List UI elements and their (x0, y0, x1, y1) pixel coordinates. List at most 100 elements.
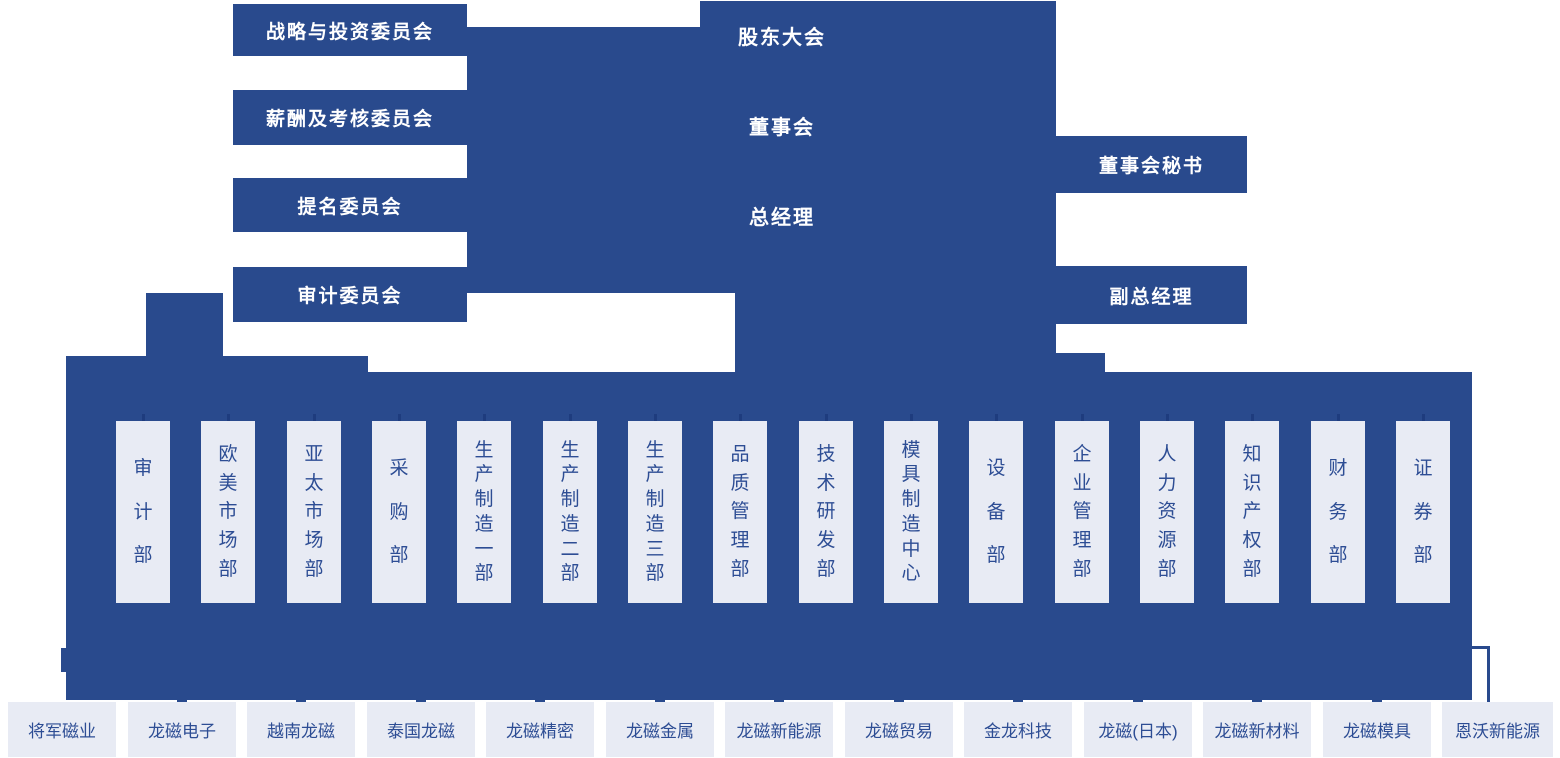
central-block (700, 1, 1056, 293)
department-label-char: 管 (730, 501, 750, 523)
department-label-char: 企 (1072, 443, 1092, 465)
department-box: 技术研发部 (799, 421, 853, 603)
department-box: 知识产权部 (1225, 421, 1279, 603)
central-lower-step (1056, 353, 1105, 373)
committee-remuneration-appraisal: 薪酬及考核委员会 (233, 90, 467, 145)
department-connector-tick (312, 414, 316, 423)
department-label-char: 权 (1242, 530, 1262, 552)
department-connector-tick (824, 414, 828, 423)
subsidiary-box: 越南龙磁 (247, 702, 355, 757)
subsidiary-connector-stub (1133, 694, 1143, 702)
department-label-char: 场 (304, 530, 324, 552)
department-label-char: 心 (901, 563, 921, 585)
subsidiary-connector-stub (1372, 694, 1382, 702)
department-box: 企业管理部 (1055, 421, 1109, 603)
subsidiary-connector-stub (416, 694, 426, 702)
department-connector-tick (1336, 414, 1340, 423)
subsidiary-box: 泰国龙磁 (367, 702, 475, 757)
department-label-char: 二 (560, 538, 580, 560)
subsidiary-box: 金龙科技 (964, 702, 1072, 757)
department-connector-tick (141, 414, 145, 423)
department-label-char: 部 (560, 563, 580, 585)
central-lower-column (735, 293, 1056, 373)
department-connector-tick (1165, 414, 1169, 423)
department-box: 生产制造一部 (457, 421, 511, 603)
department-label-char: 部 (218, 559, 238, 581)
department-label-char: 务 (1328, 501, 1348, 523)
department-label-char: 资 (1157, 501, 1177, 523)
department-label-char: 部 (645, 563, 665, 585)
department-label-char: 部 (1072, 559, 1092, 581)
department-box: 模具制造中心 (884, 421, 938, 603)
department-label-char: 模 (901, 439, 921, 461)
department-label-char: 券 (1413, 501, 1433, 523)
department-label-char: 造 (560, 513, 580, 535)
department-label-char: 计 (133, 501, 153, 523)
department-label-char: 市 (218, 501, 238, 523)
department-label-char: 场 (218, 530, 238, 552)
department-label-char: 理 (1072, 530, 1092, 552)
department-label-char: 生 (474, 439, 494, 461)
department-label-char: 设 (986, 458, 1006, 480)
department-label-char: 识 (1242, 472, 1262, 494)
department-label-char: 财 (1328, 458, 1348, 480)
department-label-char: 采 (389, 458, 409, 480)
subsidiary-connector-stub (655, 694, 665, 702)
department-box: 证券部 (1396, 421, 1450, 603)
deputy-general-manager-box: 副总经理 (1056, 266, 1247, 324)
department-label-char: 部 (1157, 559, 1177, 581)
board-secretary-box: 董事会秘书 (1056, 136, 1247, 193)
department-label-char: 造 (474, 513, 494, 535)
department-label-char: 业 (1072, 472, 1092, 494)
department-label-char: 理 (730, 530, 750, 552)
committee-nomination: 提名委员会 (233, 178, 467, 232)
central-left-fill (467, 27, 700, 293)
subsidiary-connector-stub (296, 694, 306, 702)
subsidiary-box: 龙磁(日本) (1084, 702, 1192, 757)
department-label-char: 质 (730, 472, 750, 494)
department-connector-tick (1421, 414, 1425, 423)
department-box: 财务部 (1311, 421, 1365, 603)
subsidiary-box: 龙磁精密 (486, 702, 594, 757)
department-connector-tick (1250, 414, 1254, 423)
department-label-char: 证 (1413, 458, 1433, 480)
department-label-char: 制 (645, 489, 665, 511)
department-label-char: 人 (1157, 443, 1177, 465)
department-label-char: 备 (986, 501, 1006, 523)
department-box: 生产制造三部 (628, 421, 682, 603)
department-label-char: 购 (389, 501, 409, 523)
department-label-char: 一 (474, 538, 494, 560)
department-connector-tick (909, 414, 913, 423)
department-connector-tick (653, 414, 657, 423)
department-label-char: 亚 (304, 443, 324, 465)
department-label-char: 部 (986, 544, 1006, 566)
department-label-char: 造 (901, 513, 921, 535)
department-connector-tick (226, 414, 230, 423)
subsidiary-connector-stub (894, 694, 904, 702)
subsidiary-box: 龙磁贸易 (845, 702, 953, 757)
department-label-char: 部 (304, 559, 324, 581)
department-label-char: 部 (133, 544, 153, 566)
department-label-char: 发 (816, 530, 836, 552)
department-label-char: 三 (645, 538, 665, 560)
department-connector-tick (568, 414, 572, 423)
subsidiary-connector-stub (774, 694, 784, 702)
department-label-char: 欧 (218, 443, 238, 465)
subsidiary-box: 龙磁电子 (128, 702, 236, 757)
right-elbow-vertical (1487, 646, 1490, 702)
department-label-char: 美 (218, 472, 238, 494)
subsidiary-box: 将军磁业 (8, 702, 116, 757)
left-edge-stub (61, 648, 66, 672)
subsidiary-connector-stub (1013, 694, 1023, 702)
department-label-char: 中 (901, 538, 921, 560)
general-manager-label: 总经理 (749, 207, 815, 229)
board-of-directors-label: 董事会 (749, 117, 815, 139)
department-label-char: 部 (816, 559, 836, 581)
right-elbow-horizontal (1472, 646, 1490, 649)
department-box: 设备部 (969, 421, 1023, 603)
subsidiary-connector-stub (1252, 694, 1262, 702)
department-label-char: 制 (901, 489, 921, 511)
department-label-char: 太 (304, 472, 324, 494)
department-label-char: 部 (389, 544, 409, 566)
